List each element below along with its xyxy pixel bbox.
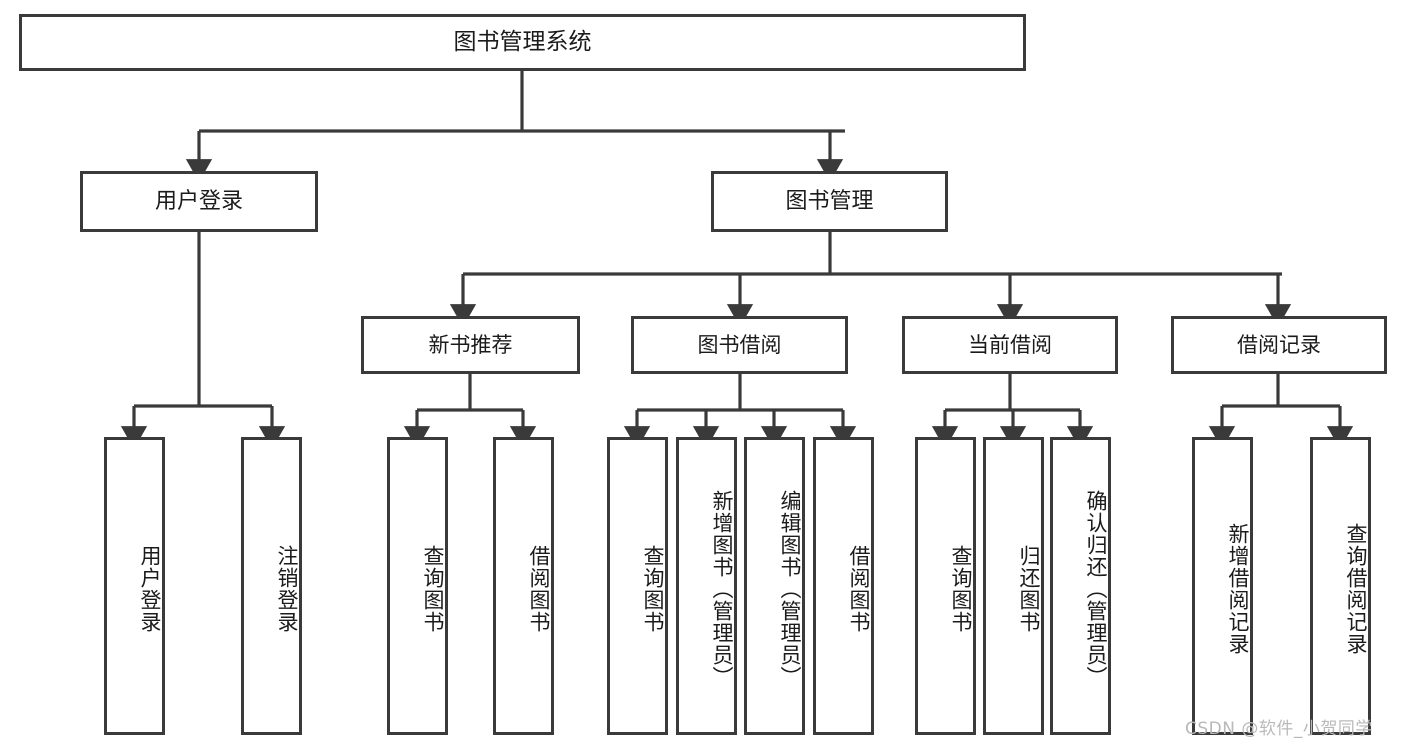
node-book-borrow[interactable]: 图书借阅 (631, 316, 848, 374)
leaf-user-login-login[interactable]: 用户登录 (104, 437, 165, 735)
leaf-book-borrow-query-book[interactable]: 查询图书 (607, 437, 668, 735)
node-user-login[interactable]: 用户登录 (80, 171, 318, 232)
watermark-text: CSDN @软件_小贺同学 (1185, 719, 1373, 739)
leaf-current-borrow-query-book[interactable]: 查询图书 (915, 437, 976, 735)
node-new-book-recommend[interactable]: 新书推荐 (361, 316, 580, 374)
node-label: 图书借阅 (697, 332, 782, 357)
node-label: 用户登录 (138, 545, 162, 633)
node-label: 借阅图书 (847, 545, 871, 633)
node-label: 归还图书 (1017, 545, 1041, 633)
leaf-borrow-record-query-record[interactable]: 查询借阅记录 (1310, 437, 1371, 735)
node-root-book-management-system[interactable]: 图书管理系统 (19, 14, 1026, 71)
node-label: 查询图书 (641, 545, 665, 633)
leaf-current-borrow-return-book[interactable]: 归还图书 (983, 437, 1044, 735)
leaf-book-borrow-edit-book-admin[interactable]: 编辑图书（管理员） (744, 437, 805, 735)
node-label: 编辑图书（管理员） (778, 490, 802, 688)
node-current-borrow[interactable]: 当前借阅 (902, 316, 1118, 374)
leaf-borrow-record-add-record[interactable]: 新增借阅记录 (1192, 437, 1253, 735)
node-label: 当前借阅 (968, 332, 1052, 357)
leaf-new-book-query-book[interactable]: 查询图书 (387, 437, 448, 735)
node-label: 新增借阅记录 (1226, 523, 1250, 655)
node-label: 借阅图书 (527, 545, 551, 633)
node-label: 确认归还（管理员） (1084, 490, 1108, 688)
leaf-book-borrow-add-book-admin[interactable]: 新增图书（管理员） (676, 437, 737, 735)
node-label: 查询图书 (421, 545, 445, 633)
leaf-book-borrow-borrow-book[interactable]: 借阅图书 (813, 437, 874, 735)
node-label: 查询借阅记录 (1344, 523, 1368, 655)
node-label: 用户登录 (154, 188, 243, 214)
leaf-user-login-logout[interactable]: 注销登录 (241, 437, 302, 735)
leaf-new-book-borrow-book[interactable]: 借阅图书 (493, 437, 554, 735)
leaf-current-borrow-confirm-return-admin[interactable]: 确认归还（管理员） (1050, 437, 1111, 735)
node-label: 注销登录 (275, 545, 299, 633)
node-label: 新增图书（管理员） (710, 490, 734, 688)
node-label: 图书管理 (785, 188, 874, 214)
node-label: 新书推荐 (428, 332, 513, 357)
node-label: 图书管理系统 (453, 28, 592, 55)
node-borrow-record[interactable]: 借阅记录 (1171, 316, 1387, 374)
node-label: 借阅记录 (1237, 332, 1321, 357)
node-book-management[interactable]: 图书管理 (711, 171, 948, 232)
node-label: 查询图书 (949, 545, 973, 633)
